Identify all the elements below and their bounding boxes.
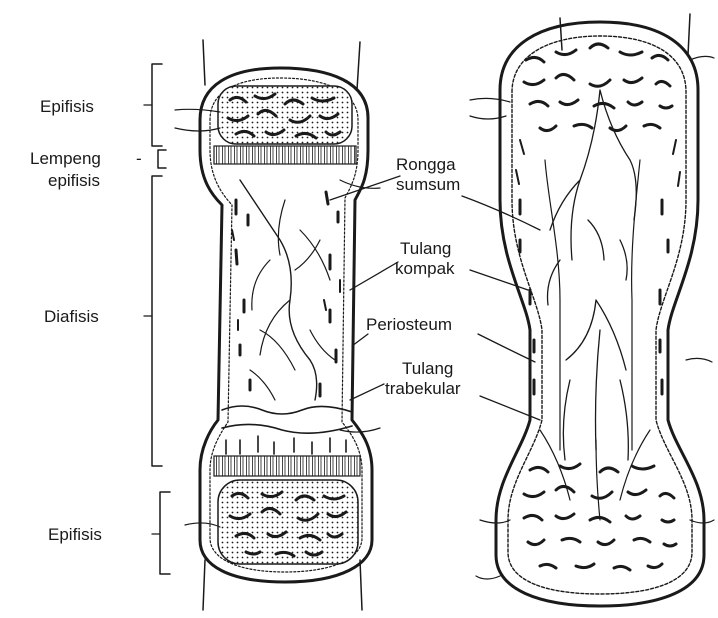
label-lempeng-dash: - bbox=[136, 149, 142, 168]
label-kompak-line2: kompak bbox=[395, 259, 455, 278]
left-top-epiphyseal-plate bbox=[214, 146, 356, 164]
left-bone bbox=[175, 40, 380, 610]
bone-extension-top bbox=[203, 40, 360, 90]
left-bottom-epiphysis-spongy bbox=[218, 480, 358, 564]
leader-kompak-right bbox=[470, 270, 528, 290]
leader-trabekular-left bbox=[350, 384, 384, 400]
right-top-spongy bbox=[516, 44, 680, 186]
label-rongga-line2: sumsum bbox=[396, 175, 460, 194]
right-bottom-spongy bbox=[524, 430, 676, 570]
bone-extension-bottom bbox=[203, 560, 362, 610]
right-external-vessels bbox=[470, 56, 714, 579]
right-vessel-tree bbox=[548, 90, 637, 460]
right-bone bbox=[470, 14, 714, 606]
label-epifisis-top: Epifisis bbox=[40, 97, 94, 116]
left-top-epiphysis-spongy bbox=[218, 86, 352, 144]
bracket-epifisis-bottom bbox=[160, 492, 170, 574]
leader-kompak-left bbox=[350, 262, 398, 290]
label-rongga-line1: Rongga bbox=[396, 155, 456, 174]
left-bottom-epiphyseal-plate bbox=[214, 456, 360, 476]
label-periosteum: Periosteum bbox=[366, 315, 452, 334]
label-trabekular-line2: trabekular bbox=[385, 379, 461, 398]
bracket-lempeng bbox=[158, 150, 166, 168]
bracket-diafisis bbox=[152, 176, 162, 466]
left-bottom-metaphysis bbox=[222, 406, 352, 454]
label-kompak-line1: Tulang bbox=[400, 239, 451, 258]
right-bone-extension bbox=[560, 14, 690, 55]
left-brackets bbox=[144, 64, 170, 574]
right-compact-bone-line bbox=[508, 36, 692, 594]
bracket-epifisis-top bbox=[152, 64, 162, 146]
leader-periosteum-right bbox=[478, 334, 535, 362]
label-lempeng-line2: epifisis bbox=[48, 171, 100, 190]
left-diaphysis-interior bbox=[232, 180, 340, 400]
label-trabekular-line1: Tulang bbox=[402, 359, 453, 378]
label-lempeng-line1: Lempeng bbox=[30, 149, 101, 168]
label-epifisis-bottom: Epifisis bbox=[48, 525, 102, 544]
label-diafisis: Diafisis bbox=[44, 307, 99, 326]
